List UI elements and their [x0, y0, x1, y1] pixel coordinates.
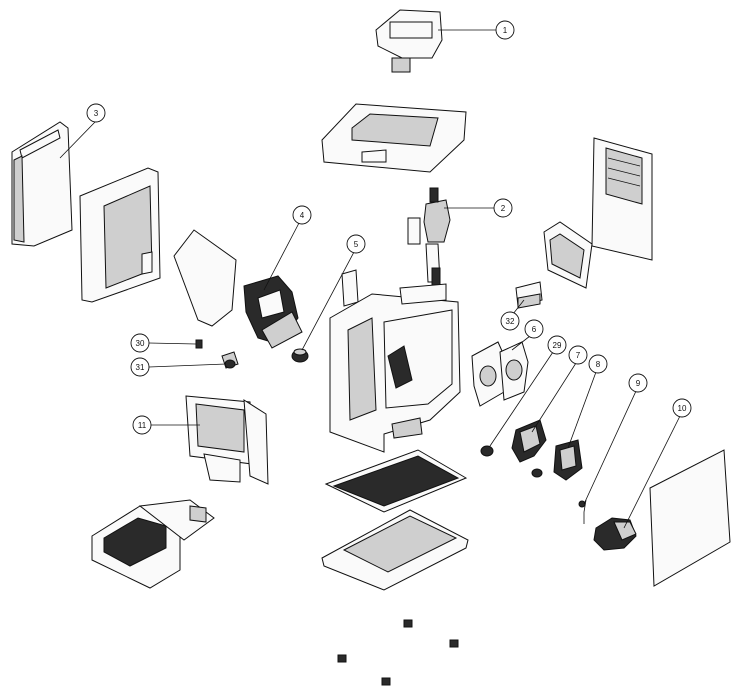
callout-11-label: 11 [138, 421, 147, 430]
part-brewing-unit [173, 229, 303, 349]
callout-1-label: 1 [503, 26, 508, 35]
part-fitting [480, 445, 494, 457]
callout-5-label: 5 [354, 240, 359, 249]
part-feet [337, 619, 459, 686]
part-hose [578, 499, 587, 524]
part-flowmeters [471, 341, 529, 407]
part-main-chassis [329, 283, 461, 453]
part-back-panel [649, 449, 731, 587]
callout-4-label: 4 [300, 211, 305, 220]
callout-31-label: 31 [136, 363, 145, 372]
part-transformer [515, 281, 543, 309]
part-left-side-panel [79, 167, 161, 303]
callout-6-label: 6 [532, 325, 537, 334]
part-small-switch [195, 339, 203, 349]
callout-10-label: 10 [678, 404, 687, 413]
callout-3-label: 3 [94, 109, 99, 118]
callout-2-label: 2 [501, 204, 506, 213]
part-control-board [543, 221, 593, 289]
part-pump-motor [593, 517, 637, 551]
callout-8-label: 8 [596, 360, 601, 369]
part-drip-tray [91, 499, 215, 589]
part-solenoid-valve [531, 439, 583, 481]
callout-29-label: 29 [553, 341, 562, 350]
part-right-side-panel [591, 137, 653, 261]
callout-9-label: 9 [636, 379, 641, 388]
part-pump-cap [291, 348, 309, 363]
callouts: 1 2 3 4 5 32 6 29 7 [59, 20, 692, 529]
part-display-unit [185, 395, 269, 485]
part-base-gasket [324, 449, 468, 513]
part-bean-hopper [375, 9, 443, 73]
callout-7-label: 7 [576, 351, 581, 360]
part-small-block [341, 269, 359, 307]
part-grinder-valve [407, 187, 451, 289]
part-top-cover-plate [321, 103, 467, 173]
callout-32-label: 32 [506, 317, 515, 326]
callout-30-label: 30 [136, 339, 145, 348]
part-base-tray [321, 509, 469, 591]
part-pump [511, 419, 547, 463]
part-water-tank [11, 121, 73, 247]
part-thermal-fuse [221, 351, 239, 369]
